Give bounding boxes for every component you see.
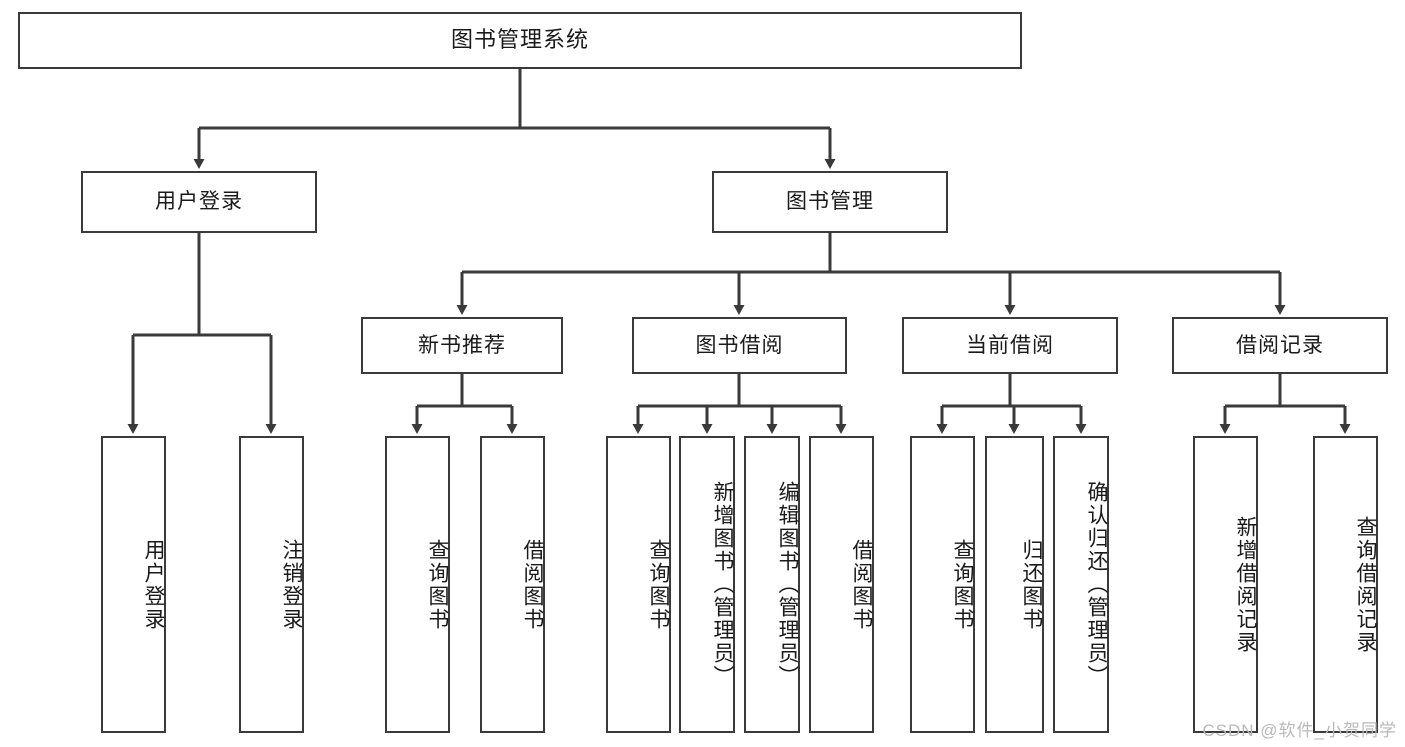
watermark: CSDN @软件_小贺同学 xyxy=(1202,721,1397,740)
node-label: 借阅记录 xyxy=(1236,333,1324,357)
node-label: 借阅图书 xyxy=(850,538,873,631)
node-leaf-query-book-1[interactable]: 查询图书 xyxy=(385,436,450,733)
node-root[interactable]: 图书管理系统 xyxy=(18,12,1022,69)
node-label: 查询借阅记录 xyxy=(1354,515,1377,654)
node-leaf-borrow-book-1[interactable]: 借阅图书 xyxy=(480,436,545,733)
node-label: 注销登录 xyxy=(280,538,303,631)
node-new-book-rec[interactable]: 新书推荐 xyxy=(361,317,563,374)
node-leaf-confirm-return[interactable]: 确认归还（管理员） xyxy=(1053,436,1109,733)
node-label: 新书推荐 xyxy=(418,333,506,357)
node-leaf-return-book[interactable]: 归还图书 xyxy=(985,436,1044,733)
node-borrow-record[interactable]: 借阅记录 xyxy=(1172,317,1388,374)
node-user-login[interactable]: 用户登录 xyxy=(81,171,317,233)
node-leaf-query-book-2[interactable]: 查询图书 xyxy=(606,436,671,733)
node-leaf-edit-book[interactable]: 编辑图书（管理员） xyxy=(744,436,800,733)
node-leaf-query-record[interactable]: 查询借阅记录 xyxy=(1313,436,1378,733)
node-label: 查询图书 xyxy=(426,538,449,631)
node-label: 用户登录 xyxy=(142,538,165,631)
node-leaf-query-book-3[interactable]: 查询图书 xyxy=(910,436,975,733)
node-leaf-add-record[interactable]: 新增借阅记录 xyxy=(1193,436,1258,733)
node-label: 查询图书 xyxy=(647,538,670,631)
node-current-borrow[interactable]: 当前借阅 xyxy=(902,317,1118,374)
node-label: 借阅图书 xyxy=(521,538,544,631)
node-label: 确认归还（管理员） xyxy=(1085,481,1108,688)
node-label: 图书管理系统 xyxy=(450,27,589,53)
node-label: 用户登录 xyxy=(155,190,243,214)
node-leaf-borrow-book-2[interactable]: 借阅图书 xyxy=(809,436,874,733)
node-label: 当前借阅 xyxy=(966,333,1054,357)
node-label: 图书管理 xyxy=(786,190,874,214)
node-label: 新增图书（管理员） xyxy=(711,481,734,688)
node-label: 归还图书 xyxy=(1020,538,1043,631)
node-label: 图书借阅 xyxy=(695,333,784,357)
node-leaf-user-login[interactable]: 用户登录 xyxy=(101,436,166,733)
node-label: 编辑图书（管理员） xyxy=(776,481,799,688)
node-leaf-logout[interactable]: 注销登录 xyxy=(239,436,304,733)
node-book-borrow[interactable]: 图书借阅 xyxy=(632,317,847,374)
node-book-manage[interactable]: 图书管理 xyxy=(712,171,948,233)
node-label: 查询图书 xyxy=(951,538,974,631)
node-leaf-add-book[interactable]: 新增图书（管理员） xyxy=(679,436,735,733)
node-label: 新增借阅记录 xyxy=(1234,515,1257,654)
